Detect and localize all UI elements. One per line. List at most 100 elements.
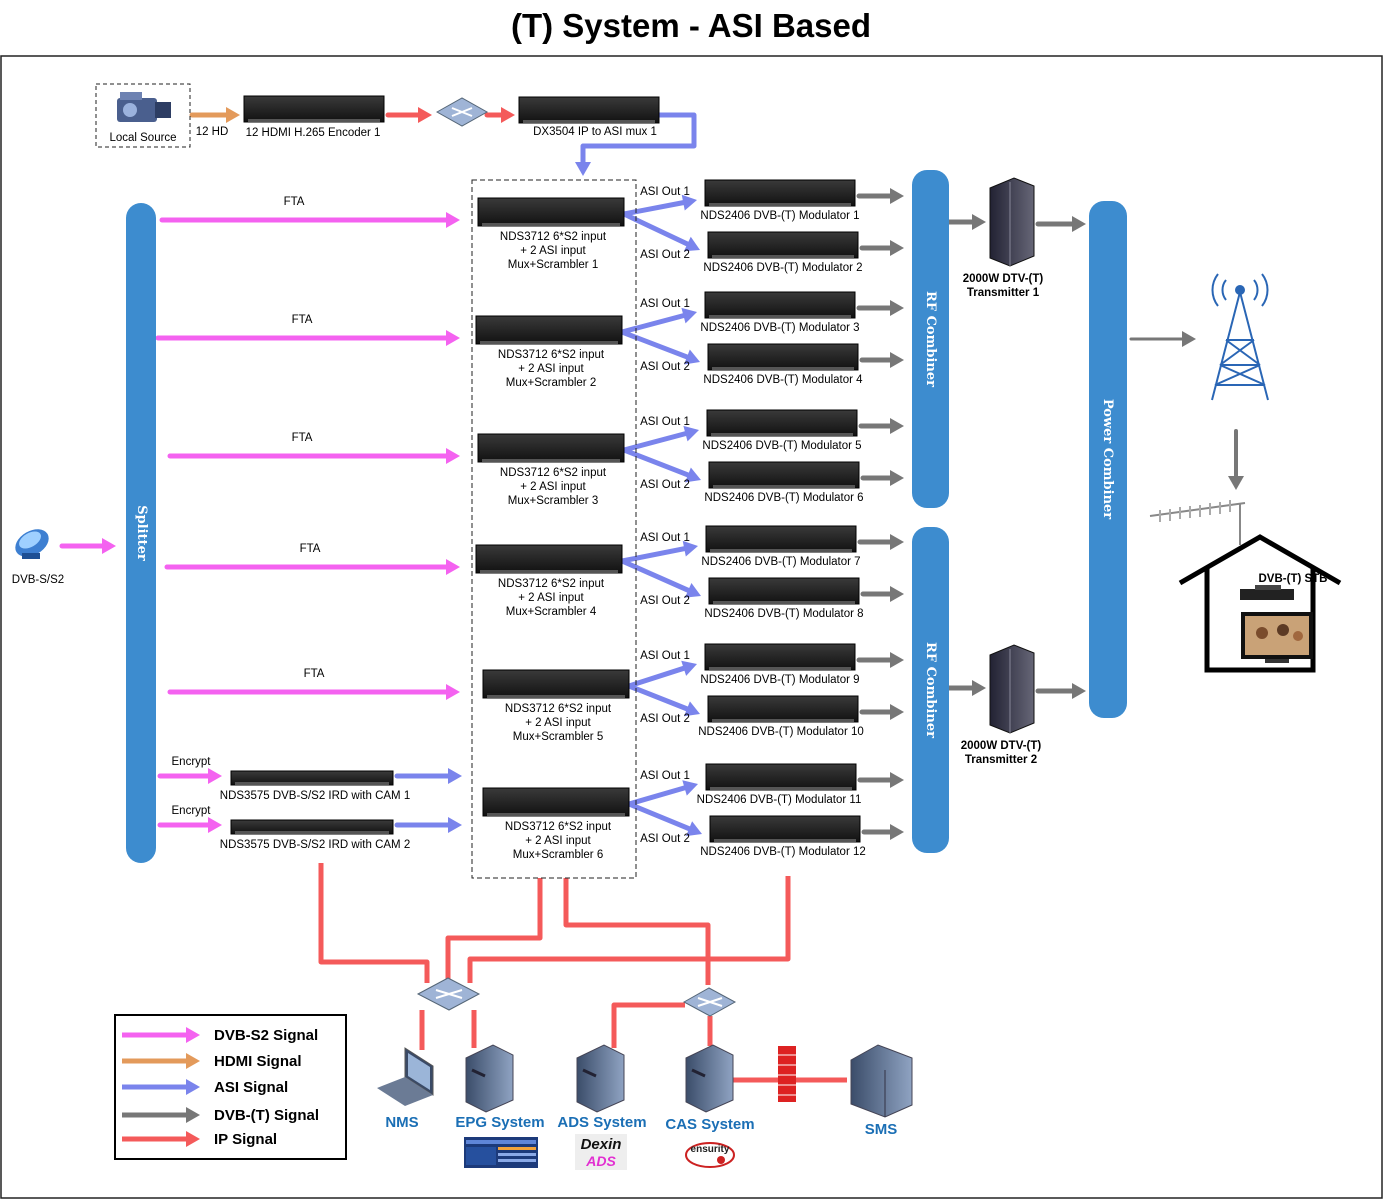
encoder-label: 12 HDMI H.265 Encoder 1 (246, 127, 381, 139)
asi-out-arrow-5 (621, 425, 699, 453)
mux-3-label-2: + 2 ASI input (520, 481, 586, 493)
modulator-label-8: NDS2406 DVB-(T) Modulator 8 (704, 608, 863, 620)
dvbt-arrow-mod-7 (857, 534, 904, 550)
fta-arrow-5 (167, 684, 460, 700)
dvbt-arrow-pc-tower (1129, 331, 1196, 347)
ip-line-mod (467, 876, 791, 983)
dvbt-arrow-mod-2 (859, 240, 904, 256)
modulator-label-1: NDS2406 DVB-(T) Modulator 1 (700, 210, 859, 222)
modulator-label-5: NDS2406 DVB-(T) Modulator 5 (702, 440, 861, 452)
mux-6-label-3: Mux+Scrambler 6 (513, 849, 603, 861)
ird-label-2: NDS3575 DVB-S/S2 IRD with CAM 2 (220, 839, 410, 851)
page-title: (T) System - ASI Based (511, 7, 871, 44)
mux-1-label-2: + 2 ASI input (520, 245, 586, 257)
splitter-label: Splitter (134, 505, 149, 561)
ensurity-logo: ensurity (685, 1142, 735, 1168)
legend-item-2: HDMI Signal (122, 1053, 302, 1070)
mux-device-6 (482, 787, 630, 817)
network-switch-icon (435, 97, 489, 127)
modulator-label-7: NDS2406 DVB-(T) Modulator 7 (701, 556, 860, 568)
svg-text:DVB-S2 Signal: DVB-S2 Signal (214, 1027, 318, 1044)
yagi-antenna-icon (1149, 500, 1246, 545)
power-combiner-label: Power Combiner (1100, 399, 1115, 519)
rf-combiner-1 (912, 170, 949, 508)
fta-arrow-1 (159, 212, 460, 228)
camera-icon (117, 92, 171, 122)
dvbt-arrow-mod-10 (859, 704, 904, 720)
transmitter-1-icon (989, 177, 1035, 267)
ip-line-ads (611, 1002, 685, 1048)
splitter-bar (126, 203, 156, 863)
fta-arrow-2 (155, 330, 460, 346)
mux-2-label-2: + 2 ASI input (518, 363, 584, 375)
asi-out-arrow-6 (621, 447, 701, 483)
modulator-device-12 (709, 815, 861, 843)
asi-out-label-10: ASI Out 2 (640, 713, 690, 725)
mux-6-label-2: + 2 ASI input (525, 835, 591, 847)
modulator-label-11: NDS2406 DVB-(T) Modulator 11 (697, 794, 862, 806)
epg-server-icon (465, 1044, 514, 1113)
mux-4-label-2: + 2 ASI input (518, 592, 584, 604)
rf-combiner-2 (912, 527, 949, 853)
mux-device-4 (475, 544, 623, 574)
dvbs2-arrow-dish (59, 538, 116, 554)
hdmi-arrow (189, 107, 240, 123)
epg-screenshot (464, 1137, 538, 1168)
asi-out-arrow-9 (626, 660, 697, 689)
asi-out-label-11: ASI Out 1 (640, 770, 690, 782)
dvbt-arrow-tx1-pc (1035, 216, 1086, 232)
cas-server-icon (685, 1044, 734, 1113)
encoder-device (243, 95, 385, 123)
antenna-tower-icon (1211, 273, 1269, 401)
dvbs-label: DVB-S/S2 (12, 574, 64, 586)
asi-arrow-ipasi-mux (575, 152, 591, 176)
modulator-device-1 (704, 179, 856, 207)
asi-line-ipasi (580, 112, 697, 163)
local-source-label: Local Source (109, 132, 176, 144)
cas-label: CAS System (665, 1116, 754, 1133)
ipasi-device (518, 96, 660, 124)
ip-line-mux-a (445, 878, 543, 983)
stb-label: DVB-(T) STB (1259, 573, 1328, 585)
dvbt-arrow-mod-1 (856, 188, 904, 204)
dvbt-arrow-mod-12 (861, 824, 904, 840)
ird-device-1 (230, 770, 394, 786)
asi-arrow-ird-1 (394, 768, 462, 784)
firewall-icon (778, 1046, 796, 1102)
ip-line-ird (318, 863, 430, 983)
fta-label-1: FTA (284, 196, 305, 208)
asi-out-arrow-8 (619, 558, 701, 598)
mux-4-label-1: NDS3712 6*S2 input (498, 578, 605, 590)
legend-item-3: ASI Signal (122, 1079, 288, 1096)
dvbt-arrow-tx2-pc (1035, 683, 1086, 699)
modulator-label-2: NDS2406 DVB-(T) Modulator 2 (703, 262, 862, 274)
asi-out-arrow-10 (626, 683, 700, 717)
modulator-device-6 (708, 461, 860, 489)
svg-text:DVB-(T) Signal: DVB-(T) Signal (214, 1107, 319, 1124)
fta-label-5: FTA (304, 668, 325, 680)
mux-4-label-3: Mux+Scrambler 4 (506, 606, 597, 618)
ip-arrow-switch-mux (484, 107, 515, 123)
asi-out-label-8: ASI Out 2 (640, 595, 690, 607)
rf-combiner-1-label: RF Combiner (923, 291, 938, 387)
mux-device-5 (482, 669, 630, 699)
legend-item-1: DVB-S2 Signal (122, 1027, 318, 1044)
asi-out-label-6: ASI Out 2 (640, 479, 690, 491)
modulator-device-7 (705, 525, 857, 553)
transmitter-2-label-b: Transmitter 2 (965, 754, 1037, 766)
mux-2-label-3: Mux+Scrambler 2 (506, 377, 596, 389)
dvbt-arrow-mod-8 (860, 586, 904, 602)
asi-out-arrow-7 (619, 540, 698, 564)
ads-server-icon (576, 1044, 625, 1113)
sms-server-icon (850, 1044, 913, 1118)
mux-device-3 (477, 433, 625, 463)
modulator-device-2 (707, 231, 859, 259)
asi-out-label-3: ASI Out 1 (640, 298, 690, 310)
mux-5-label-3: Mux+Scrambler 5 (513, 731, 603, 743)
dexin-logo: Dexin ADS (575, 1134, 627, 1170)
legend-item-5: IP Signal (122, 1131, 277, 1148)
mux-5-label-2: + 2 ASI input (525, 717, 591, 729)
sms-label: SMS (865, 1121, 898, 1138)
modulator-device-11 (705, 763, 857, 791)
